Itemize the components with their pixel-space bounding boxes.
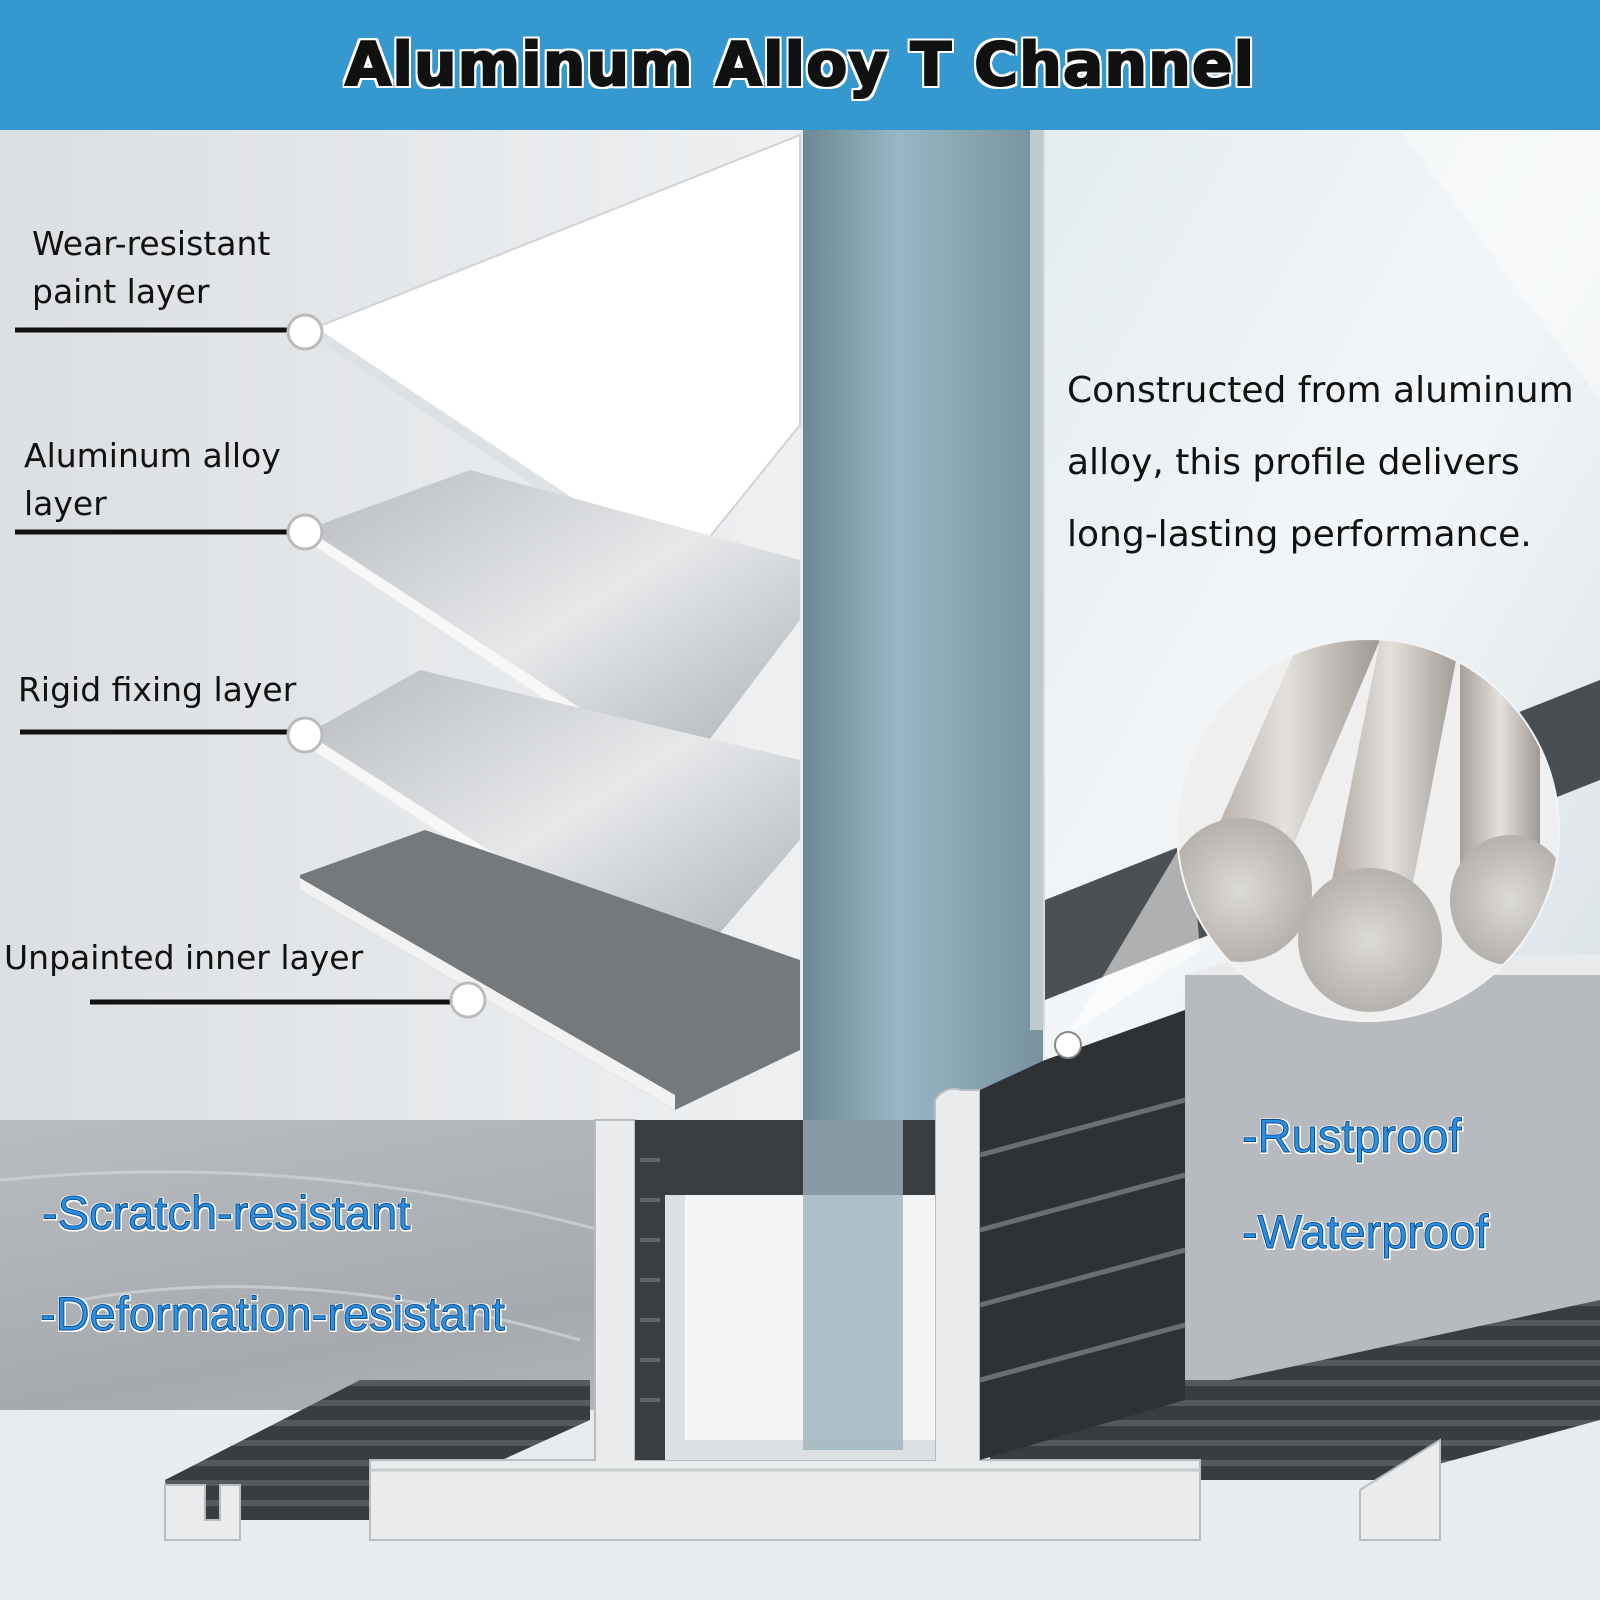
feature-scratch-resistant: -Scratch-resistant [41, 1186, 411, 1240]
title-banner: Aluminum Alloy T Channel [0, 0, 1600, 130]
description-line: long-lasting performance. [1067, 514, 1532, 555]
layer-label-line: Unpainted inner layer [4, 938, 364, 977]
layer-label-inner: Unpainted inner layer [4, 934, 363, 982]
feature-waterproof: -Waterproof [1241, 1205, 1489, 1259]
layer-label-line: paint layer [32, 272, 210, 311]
layer-label-line: Wear-resistant [32, 224, 271, 263]
feature-deformation-resistant: -Deformation-resistant [40, 1287, 506, 1341]
layer-label-paint: Wear-resistant paint layer [32, 220, 270, 316]
layer-label-aluminum: Aluminum alloy layer [24, 432, 281, 528]
layer-label-line: layer [24, 484, 107, 523]
layer-label-line: Rigid fixing layer [18, 670, 297, 709]
description-line: alloy, this profile delivers [1067, 442, 1520, 483]
feature-rustproof: -Rustproof [1241, 1109, 1462, 1163]
product-description: Constructed from aluminum alloy, this pr… [1067, 355, 1597, 571]
layer-label-rigid: Rigid fixing layer [18, 666, 296, 714]
page-title: Aluminum Alloy T Channel [344, 29, 1256, 101]
description-line: Constructed from aluminum [1067, 370, 1574, 411]
layer-label-line: Aluminum alloy [24, 436, 281, 475]
